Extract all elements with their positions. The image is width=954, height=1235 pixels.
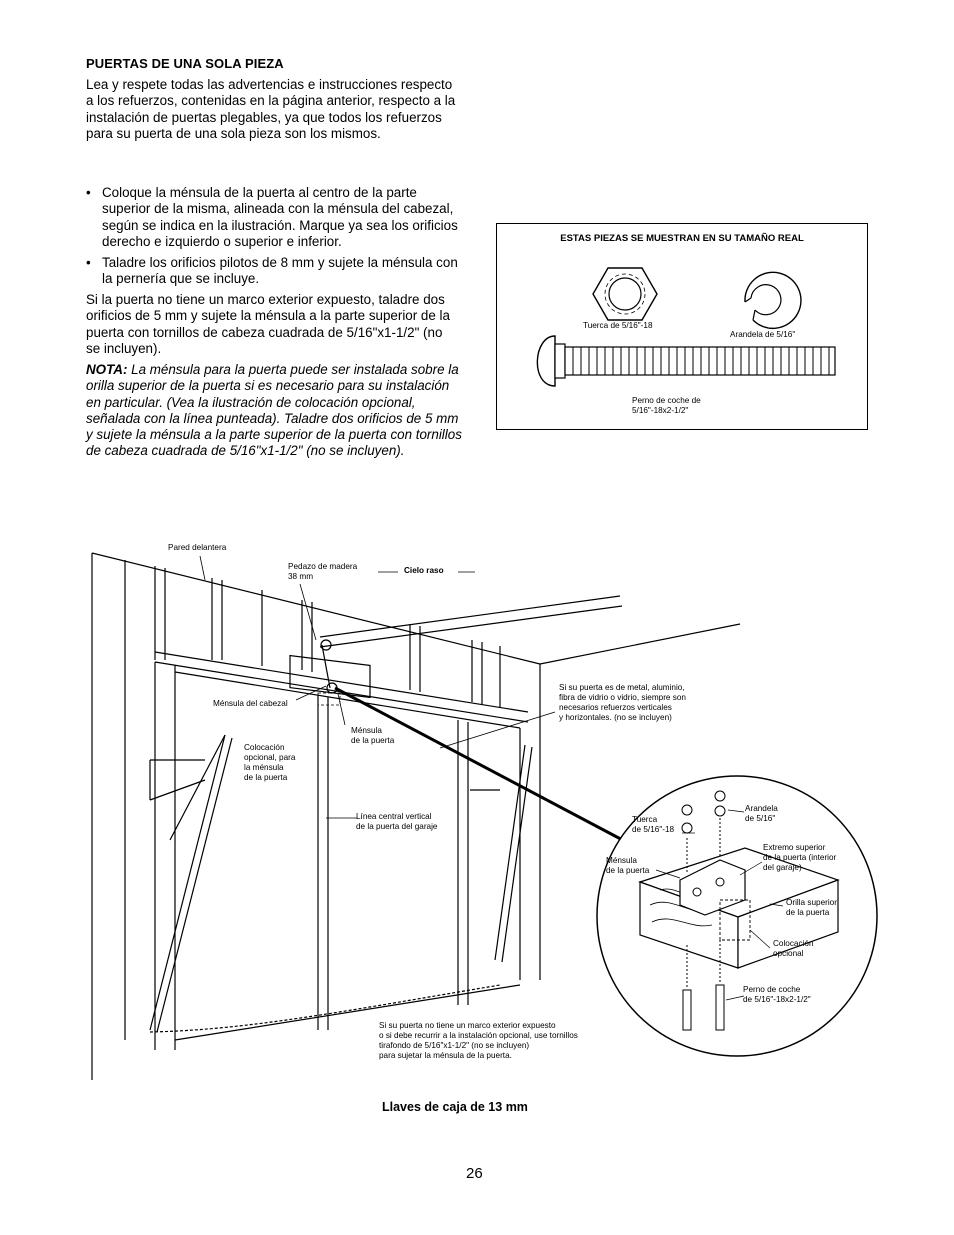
label-ceiling: Cielo raso xyxy=(404,566,444,575)
bullet-text: Taladre los orificios pilotos de 8 mm y … xyxy=(102,255,458,287)
label-line: Línea central vertical xyxy=(356,812,432,821)
label-line: Tuerca xyxy=(632,815,658,824)
bullet-glyph: • xyxy=(86,185,91,200)
label-line: tirafondo de 5/16"x1-1/2" (no se incluye… xyxy=(379,1041,530,1050)
label-line: de la puerta del garaje xyxy=(356,822,438,831)
label-line: de la puerta xyxy=(244,773,288,782)
label-line: de la puerta xyxy=(786,908,830,917)
label-line: Pedazo de madera xyxy=(288,562,358,571)
label-line: Colocación xyxy=(773,939,814,948)
intro-paragraph: Lea y respete todas las advertencias e i… xyxy=(86,77,456,141)
bolt-label-line2: 5/16"-18x2-1/2" xyxy=(632,406,689,415)
label-line: necesarios refuerzos verticales xyxy=(559,703,672,712)
label-line: fibra de vidrio o vidrio, siempre son xyxy=(559,693,686,702)
carriage-bolt-icon xyxy=(536,335,836,387)
nut-label: Tuerca de 5/16"-18 xyxy=(583,321,653,330)
label-line: Si su puerta es de metal, aluminio, xyxy=(559,683,685,692)
label-reinforcement-note: Si su puerta es de metal, aluminio, fibr… xyxy=(559,683,686,723)
list-item: • Taladre los orificios pilotos de 8 mm y… xyxy=(86,255,466,288)
label-detail-bolt: Perno de coche de 5/16"-18x2-1/2" xyxy=(743,985,811,1005)
bolt-label: Perno de coche de 5/16"-18x2-1/2" xyxy=(632,396,701,416)
label-wood-piece: Pedazo de madera 38 mm xyxy=(288,562,357,582)
bullet-glyph: • xyxy=(86,255,91,271)
split-washer-icon xyxy=(744,271,802,330)
label-line: de la puerta xyxy=(606,866,650,875)
label-line: de la puerta (interior xyxy=(763,853,837,862)
label-header-bracket: Ménsula del cabezal xyxy=(213,699,288,708)
label-line: de 5/16"-18x2-1/2" xyxy=(743,995,811,1004)
label-line: y horizontales. (no se incluyen) xyxy=(559,713,672,722)
label-door-top-edge: Orilla superior de la puerta xyxy=(786,898,837,918)
label-line: Colocación xyxy=(244,743,285,752)
tool-caption: Llaves de caja de 13 mm xyxy=(382,1100,528,1114)
section-title: PUERTAS DE UNA SOLA PIEZA xyxy=(86,56,284,71)
page-number: 26 xyxy=(466,1165,483,1182)
bolt-label-line1: Perno de coche de xyxy=(632,396,701,405)
actual-size-parts-box: ESTAS PIEZAS SE MUESTRAN EN SU TAMAÑO RE… xyxy=(496,223,868,430)
label-line: Si su puerta no tiene un marco exterior … xyxy=(379,1021,556,1030)
note-label: NOTA: xyxy=(86,362,128,377)
label-optional-location: Colocación opcional xyxy=(773,939,814,959)
parts-box-title: ESTAS PIEZAS SE MUESTRAN EN SU TAMAÑO RE… xyxy=(560,233,804,244)
label-line: Ménsula xyxy=(606,856,637,865)
label-line: Ménsula xyxy=(351,726,382,735)
label-door-bracket: Ménsula de la puerta xyxy=(351,726,394,746)
label-line: del garaje) xyxy=(763,863,802,872)
label-line: de la puerta xyxy=(351,736,395,745)
label-line: opcional xyxy=(773,949,804,958)
label-line: de 5/16"-18 xyxy=(632,825,675,834)
actual-size-parts-illustration xyxy=(536,267,836,387)
label-line: para sujetar la ménsula de la puerta. xyxy=(379,1051,512,1060)
list-item: • Coloque la ménsula de la puerta al cent… xyxy=(86,185,466,250)
label-detail-washer: Arandela de 5/16" xyxy=(745,804,778,824)
detail-zoom-circle xyxy=(596,775,878,1057)
label-optional-placement: Colocación opcional, para la ménsula de … xyxy=(244,743,295,783)
label-front-wall: Pared delantera xyxy=(168,543,227,552)
label-door-top-end: Extremo superior de la puerta (interior … xyxy=(763,843,836,873)
note-paragraph: NOTA: La ménsula para la puerta puede se… xyxy=(86,362,466,460)
no-frame-paragraph: Si la puerta no tiene un marco exterior … xyxy=(86,292,450,356)
washer-label: Arandela de 5/16" xyxy=(730,330,796,339)
label-centerline: Línea central vertical de la puerta del … xyxy=(356,812,437,832)
instruction-list: • Coloque la ménsula de la puerta al cent… xyxy=(86,185,466,293)
label-line: Extremo superior xyxy=(763,843,826,852)
note-text: La ménsula para la puerta puede ser inst… xyxy=(86,362,462,459)
label-line: o si debe recurrir a la instalación opci… xyxy=(379,1031,578,1040)
label-line: de 5/16" xyxy=(745,814,776,823)
label-line: la ménsula xyxy=(244,763,284,772)
label-line: opcional, para xyxy=(244,753,296,762)
label-detail-nut: Tuerca de 5/16"-18 xyxy=(632,815,674,835)
label-no-frame-note: Si su puerta no tiene un marco exterior … xyxy=(379,1021,578,1061)
label-line: Orilla superior xyxy=(786,898,837,907)
hex-nut-icon xyxy=(592,267,658,321)
bullet-text: Coloque la ménsula de la puerta al centr… xyxy=(102,185,458,249)
label-line: 38 mm xyxy=(288,572,314,581)
label-detail-door-bracket: Ménsula de la puerta xyxy=(606,856,649,876)
label-line: Arandela xyxy=(745,804,778,813)
label-line: Perno de coche xyxy=(743,985,801,994)
